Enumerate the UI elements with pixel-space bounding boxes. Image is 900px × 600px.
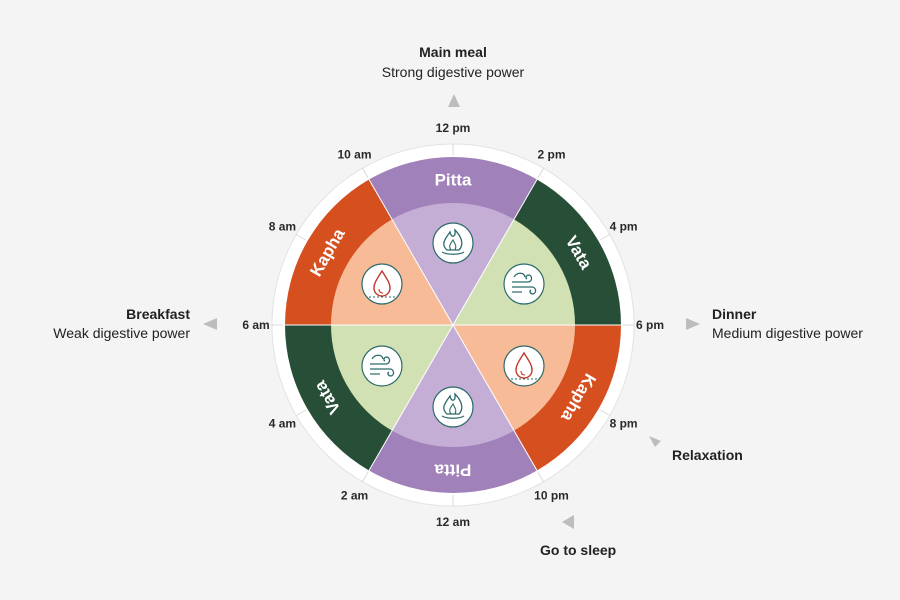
segment-pitta-inner — [392, 202, 514, 325]
clock-tick — [599, 234, 611, 241]
segment-divider — [368, 179, 454, 326]
segment-pitta-inner — [392, 325, 514, 448]
water-drop-icon — [503, 345, 545, 387]
clock-tick — [362, 167, 369, 179]
main-meal-subtitle: Strong digestive power — [382, 64, 525, 80]
clock-tick — [599, 409, 611, 416]
fire-icon — [432, 386, 474, 428]
main-meal-title: Main meal — [419, 44, 487, 60]
hour-label: 6 am — [242, 318, 269, 332]
segment-label-pitta: Pitta — [434, 461, 471, 480]
hour-label: 8 pm — [610, 417, 638, 431]
hour-label: 12 am — [436, 515, 470, 529]
hour-label: 2 am — [341, 489, 368, 503]
dinner-subtitle: Medium digestive power — [712, 325, 863, 341]
hour-label: 4 am — [269, 417, 296, 431]
segment-divider — [368, 324, 454, 471]
main-meal-arrow — [448, 94, 460, 107]
dinner-arrow — [686, 318, 700, 330]
clock-tick — [295, 409, 307, 416]
breakfast-arrow — [203, 318, 217, 330]
breakfast-title: Breakfast — [126, 306, 190, 322]
segment-divider — [452, 324, 538, 471]
hour-label: 4 pm — [610, 220, 638, 234]
go-to-sleep-label: Go to sleep — [540, 542, 616, 558]
fire-icon — [432, 222, 474, 264]
dinner-title: Dinner — [712, 306, 757, 322]
hour-label: 2 pm — [537, 147, 565, 161]
wind-icon — [361, 345, 403, 387]
hour-label: 6 pm — [636, 318, 664, 332]
segment-label-pitta: Pitta — [435, 171, 472, 190]
hour-label: 8 am — [269, 220, 296, 234]
breakfast-subtitle: Weak digestive power — [53, 325, 190, 341]
sleep-arrow — [562, 515, 574, 529]
hour-label: 12 pm — [436, 121, 471, 135]
water-drop-icon — [361, 263, 403, 305]
relaxation-label: Relaxation — [672, 447, 743, 463]
wind-icon — [503, 263, 545, 305]
hour-labels: 12 pm 2 pm 4 pm 6 pm 8 pm 10 pm 12 am 2 am 4 am 6… — [242, 121, 664, 529]
clock-tick — [295, 234, 307, 241]
clock-tick — [362, 471, 369, 483]
clock-ticks — [272, 144, 634, 506]
hour-label: 10 pm — [534, 489, 569, 503]
hour-label: 10 am — [337, 147, 371, 161]
clock-tick — [537, 167, 544, 179]
segment-divider — [452, 179, 538, 326]
dosha-icons — [361, 222, 545, 428]
clock-tick — [537, 471, 544, 483]
relaxation-arrow — [649, 436, 661, 447]
